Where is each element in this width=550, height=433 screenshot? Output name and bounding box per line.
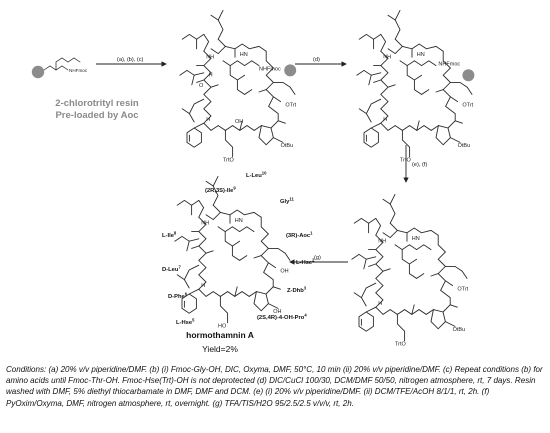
svg-text:NH: NH xyxy=(378,238,386,244)
resin-nhfmoc-label: NHFmoc xyxy=(69,68,88,73)
residue-leu10: L-Leu10 xyxy=(246,171,267,180)
conditions-caption: Conditions: (a) 20% v/v piperidine/DMF. … xyxy=(6,365,543,408)
residue-gly11: Gly11 xyxy=(280,197,294,206)
resin-bead-icon xyxy=(462,69,475,82)
arrow-step-1: (a), (b), (c) xyxy=(96,57,167,67)
svg-text:OTrt: OTrt xyxy=(462,102,473,108)
svg-text:HN: HN xyxy=(240,52,248,58)
product-yield: Yield=2% xyxy=(202,344,238,354)
residue-ile9: (2R,3S)-Ile9 xyxy=(205,186,236,195)
residue-hse2: L-Hse2 xyxy=(296,258,315,267)
synthesis-scheme: NHFmoc (a), (b), (c) NH HN H NHFmoc H OH… xyxy=(31,9,475,348)
residue-pro4: (2S,4R)-4-OH-Pro4 xyxy=(257,313,307,322)
step-2-conditions: (d) xyxy=(313,57,320,63)
resin-bead-icon xyxy=(284,64,297,77)
svg-text:H: H xyxy=(206,117,210,123)
residue-phe6: D-Phe6 xyxy=(168,292,188,301)
arrow-step-4: (g) xyxy=(289,255,348,265)
svg-text:TrtO: TrtO xyxy=(223,158,235,164)
svg-text:NH: NH xyxy=(383,54,391,60)
svg-text:OH: OH xyxy=(235,119,243,125)
svg-text:OtBu: OtBu xyxy=(453,327,466,333)
resin-bead-icon xyxy=(31,65,45,79)
residue-aoc1: (3R)-Aoc1 xyxy=(286,231,313,240)
svg-text:NHFmoc: NHFmoc xyxy=(438,62,460,68)
svg-text:H: H xyxy=(201,283,205,289)
svg-text:HN: HN xyxy=(235,218,243,224)
product-structure: NH HN HO OH OH H xyxy=(174,175,291,330)
intermediate-linear-peptide: NH HN H NHFmoc H OH OTrt TrtO OtBu O xyxy=(179,9,297,164)
residue-hse5: L-Hse5 xyxy=(176,318,195,327)
residue-ile8: L-Ile8 xyxy=(162,231,177,240)
residue-labels: L-Leu10 (2R,3S)-Ile9 Gly11 L-Ile8 (3R)-A… xyxy=(162,171,315,327)
arrow-step-2: (d) xyxy=(295,57,347,67)
intermediate-dhb-peptide: NH HN NHFmoc OTrt TrtO OtBu H xyxy=(356,9,475,164)
intermediate-cyclic-protected: NH HN OTrt TrtO OtBu H xyxy=(351,193,469,348)
svg-text:HN: HN xyxy=(417,52,425,58)
svg-text:HO: HO xyxy=(218,324,227,330)
resin-title: 2-chlorotrityl resin xyxy=(55,98,139,109)
svg-text:NHFmoc: NHFmoc xyxy=(259,66,281,72)
svg-text:OH: OH xyxy=(280,268,288,274)
resin-preloaded-structure: NHFmoc xyxy=(31,57,88,79)
svg-text:H: H xyxy=(378,301,382,307)
product-name: hormothamnin A xyxy=(186,330,254,340)
step-4-conditions: (g) xyxy=(314,255,321,261)
svg-text:OH: OH xyxy=(273,309,281,315)
step-1-conditions: (a), (b), (c) xyxy=(117,57,144,63)
arrow-step-3: (e), (f) xyxy=(403,145,427,183)
svg-text:OtBu: OtBu xyxy=(281,143,294,149)
svg-text:O: O xyxy=(199,83,204,89)
svg-text:H: H xyxy=(209,72,213,78)
resin-subtitle: Pre-loaded by Aoc xyxy=(55,110,139,121)
svg-text:TrtO: TrtO xyxy=(395,342,407,348)
svg-text:OTrt: OTrt xyxy=(285,102,296,108)
residue-leu7: D-Leu7 xyxy=(162,265,181,274)
svg-text:OTrt: OTrt xyxy=(457,286,468,292)
svg-text:H: H xyxy=(383,117,387,123)
svg-text:NH: NH xyxy=(206,54,214,60)
step-3-conditions: (e), (f) xyxy=(412,162,427,168)
svg-text:HN: HN xyxy=(412,236,420,242)
svg-text:OtBu: OtBu xyxy=(458,143,471,149)
residue-dhb3: Z-Dhb3 xyxy=(287,286,307,295)
svg-text:NH: NH xyxy=(201,220,209,226)
